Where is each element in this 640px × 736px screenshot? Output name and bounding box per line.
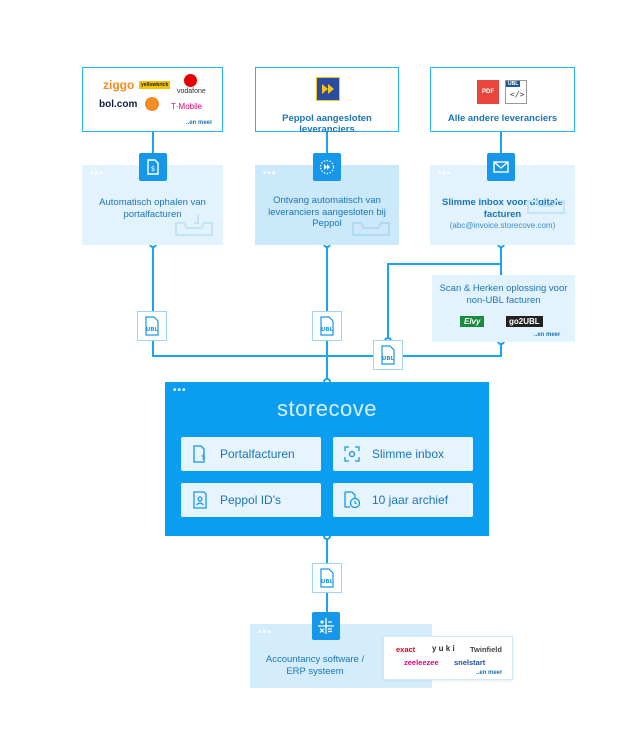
id-card-icon [193, 491, 207, 509]
svg-text:$: $ [201, 453, 205, 461]
connector-line [387, 263, 502, 265]
storecove-platform: ••• storecove $ Portalfacturen Slimme in… [165, 382, 489, 536]
connector-line [152, 355, 502, 357]
more-link[interactable]: ..en meer [476, 670, 503, 676]
panel-title: Ontvang automatisch van leveranciers aan… [268, 195, 386, 229]
svg-text:$: $ [151, 165, 155, 173]
peppol-arrow-icon [313, 153, 341, 181]
pdf-label: PDF [482, 89, 494, 95]
source-peppol-box: Peppol aangesloten leveranciers [255, 67, 399, 135]
ubl-label: UBL [506, 81, 521, 87]
feature-label: Portalfacturen [220, 447, 295, 461]
panel-scan: Scan & Herken oplossing voor non-UBL fac… [432, 275, 575, 342]
yuki-logo: y u k i [432, 644, 455, 653]
ziggo-logo: ziggo [103, 78, 135, 92]
peppol-logo-icon [316, 77, 340, 101]
ubl-document-icon: UBL [312, 311, 342, 341]
svg-text:UBL: UBL [146, 327, 159, 333]
panel-subtitle: (abc@invoice.storecove.com) [449, 221, 556, 230]
exact-logo: exact [396, 645, 416, 654]
feature-label: Slimme inbox [372, 447, 445, 461]
coolblue-icon [145, 97, 159, 111]
erp-logos-box: exact y u k i Twinfield zeeleezee snelst… [383, 636, 513, 680]
panel-title: Automatisch ophalen van portalfacturen [99, 197, 206, 220]
connector-line [152, 131, 154, 167]
connector-line [326, 131, 328, 167]
elvy-logo: Elvy [460, 316, 485, 327]
source-label: Peppol aangesloten leveranciers [282, 113, 372, 135]
yellowbrick-logo: yellowbrick [139, 81, 171, 89]
svg-text:UBL: UBL [321, 327, 334, 333]
feature-label: 10 jaar archief [372, 493, 449, 507]
svg-text:UBL: UBL [382, 356, 395, 362]
window-dots: ••• [258, 627, 272, 638]
window-dots: ••• [90, 168, 104, 179]
invoice-icon: $ [139, 153, 167, 181]
connector-line [500, 131, 502, 167]
feature-peppol-ids: Peppol ID's [181, 483, 321, 517]
svg-text:UBL: UBL [321, 579, 334, 585]
panel-title: Accountancy software / ERP systeem [265, 654, 365, 677]
snelstart-logo: snelstart [454, 658, 486, 667]
inbox-tray-icon [527, 200, 565, 214]
ubl-document-icon: UBL [312, 563, 342, 593]
inbox-tray-icon [175, 215, 213, 236]
archive-clock-icon [344, 491, 361, 509]
source-other-box: PDF UBL </> Alle andere leveranciers [430, 67, 575, 132]
pdf-file-icon: PDF [477, 80, 499, 104]
panel-title: Slimme inbox voor digitale facturen [442, 197, 563, 220]
code-icon: </> [510, 90, 525, 99]
connector-line [387, 263, 389, 356]
connector-line [500, 243, 502, 275]
zeeleezee-logo: zeeleezee [404, 658, 439, 667]
feature-slimme-inbox: Slimme inbox [333, 437, 473, 471]
ubl-document-icon: UBL [137, 311, 167, 341]
ubl-file-icon: UBL </> [505, 80, 527, 104]
window-dots: ••• [263, 168, 277, 179]
more-link[interactable]: ..en meer [534, 332, 561, 338]
connector-line [152, 243, 154, 356]
panel-title: Scan & Herken oplossing voor non-UBL fac… [439, 283, 568, 306]
scan-icon [344, 446, 360, 462]
storecove-brand: storecove [277, 396, 377, 421]
tmobile-logo: T·Mobile [171, 102, 203, 111]
window-dots: ••• [173, 385, 187, 396]
mail-icon [487, 153, 515, 181]
vodafone-icon [184, 74, 197, 87]
go2ubl-logo: go2UBL [506, 316, 543, 327]
connector-line [500, 340, 502, 356]
window-dots: ••• [438, 168, 452, 179]
calculator-icon [312, 612, 340, 640]
bol-logo: bol.com [99, 99, 138, 110]
invoice-icon: $ [193, 445, 205, 463]
feature-portalfacturen: $ Portalfacturen [181, 437, 321, 471]
more-link[interactable]: ..en meer [186, 120, 213, 126]
feature-label: Peppol ID's [220, 493, 281, 507]
twinfield-logo: Twinfield [470, 645, 502, 654]
inbox-tray-icon [352, 222, 390, 236]
source-label: Alle andere leveranciers [447, 113, 558, 124]
vodafone-logo: vodafone [177, 88, 206, 95]
feature-archief: 10 jaar archief [333, 483, 473, 517]
ubl-document-icon: UBL [373, 340, 403, 370]
source-portal-box: ziggo yellowbrick vodafone bol.com T·Mob… [82, 67, 223, 132]
